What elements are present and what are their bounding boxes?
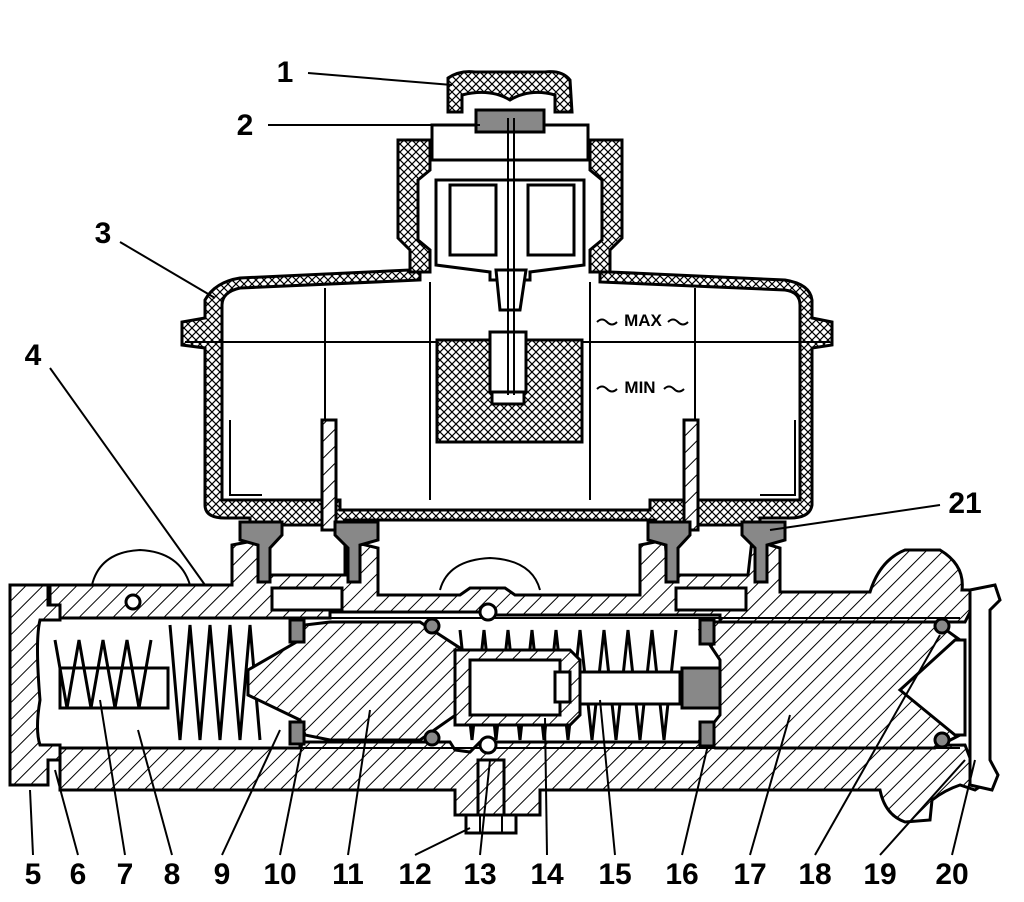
check-ball [478, 735, 498, 755]
check-ball [478, 602, 498, 622]
callout-20: 20 [935, 858, 968, 891]
sensor-housing [474, 108, 546, 134]
outlet-port [476, 758, 506, 817]
inlet-fitting [674, 586, 748, 612]
leader-line-16 [681, 744, 709, 856]
leader-line-19 [879, 759, 966, 856]
filler-neck [396, 138, 432, 274]
callout-18: 18 [798, 858, 831, 891]
primary-piston-seal [288, 720, 306, 746]
leader-line-18 [814, 634, 941, 856]
callout-5: 5 [25, 858, 42, 891]
sensor-chamber [526, 183, 576, 257]
callout-3: 3 [95, 217, 112, 250]
reservoir-outlet-tube [682, 418, 700, 532]
callout-17: 17 [733, 858, 766, 891]
leader-line-1 [307, 72, 453, 86]
min-level-wave-left [596, 385, 618, 393]
rear-cup [897, 638, 967, 737]
reservoir-grommet [646, 520, 692, 584]
leader-line-15 [599, 699, 616, 856]
leader-line-8 [137, 729, 173, 856]
max-level-mark: MAX [624, 311, 662, 330]
callout-13: 13 [463, 858, 496, 891]
secondary-piston-seal [698, 720, 716, 748]
leader-line-12 [414, 827, 471, 856]
reservoir-baffle [760, 420, 796, 496]
piston-seal-ring [423, 729, 441, 747]
leader-line-4 [49, 367, 206, 586]
callout-21: 21 [948, 487, 981, 520]
callout-19: 19 [863, 858, 896, 891]
callout-6: 6 [70, 858, 87, 891]
reservoir-baffle [229, 420, 262, 496]
filler-neck [588, 138, 624, 274]
min-level-wave-right [663, 385, 685, 393]
mount-boss [439, 556, 541, 591]
callout-15: 15 [598, 858, 631, 891]
callout-11: 11 [332, 858, 364, 891]
secondary-piston-seal [698, 618, 716, 646]
callout-1: 1 [277, 56, 294, 89]
reservoir-grommet [333, 520, 380, 584]
leader-line-21 [769, 504, 941, 531]
inlet-fitting [270, 586, 344, 612]
max-level-wave-right [667, 318, 689, 326]
callout-14: 14 [530, 858, 564, 891]
callout-12: 12 [398, 858, 431, 891]
leader-line-11 [347, 709, 371, 856]
callout-10: 10 [263, 858, 296, 891]
check-ball [124, 593, 142, 611]
piston-seal-ring [423, 617, 441, 635]
body-lower-wall [58, 740, 992, 824]
piston-seal-ring [933, 731, 951, 749]
internal-parts [53, 593, 967, 755]
leader-line-6 [54, 769, 79, 856]
min-level-mark: MIN [624, 378, 655, 397]
primary-piston-seal [288, 618, 306, 644]
leader-line-20 [951, 759, 976, 856]
leader-line-13 [479, 759, 491, 856]
retainer-bolt-head [553, 670, 572, 704]
reservoir-outlet-tube [320, 418, 338, 532]
reservoir-grommet [238, 520, 284, 584]
leader-line-10 [279, 744, 303, 856]
sensor-stem [494, 268, 528, 312]
leader-line-5 [29, 789, 34, 856]
leader-line-9 [221, 729, 281, 856]
leader-line-7 [99, 699, 126, 856]
callout-4: 4 [25, 339, 42, 372]
leader-lines [29, 72, 976, 856]
mount-boss [91, 548, 191, 586]
reservoir-shell [180, 253, 834, 527]
end-plug [8, 583, 62, 787]
left-spring [53, 639, 153, 709]
sensor-chamber [448, 183, 498, 257]
max-level-wave-left [596, 318, 618, 326]
callout-labels: 1 2 3 4 5 6 7 8 9 10 11 12 13 14 15 16 1… [25, 56, 982, 891]
secondary-rod [578, 670, 682, 706]
filler-cap [446, 70, 574, 114]
leader-line-14 [544, 717, 548, 856]
leader-line-17 [749, 714, 791, 856]
primary-piston [246, 620, 462, 742]
cylinder-body [8, 520, 1002, 835]
callout-16: 16 [665, 858, 698, 891]
leader-line-3 [119, 241, 216, 299]
callout-9: 9 [214, 858, 231, 891]
filler-cap-assembly [396, 70, 624, 395]
callout-2: 2 [237, 109, 254, 142]
retainer-bolt [468, 658, 562, 717]
callout-7: 7 [117, 858, 134, 891]
piston-seal-ring [933, 617, 951, 635]
main-spring [168, 624, 262, 741]
bleed-screw [464, 813, 518, 835]
callout-8: 8 [164, 858, 181, 891]
body-upper-wall [48, 538, 992, 624]
right-flange [968, 583, 1002, 792]
